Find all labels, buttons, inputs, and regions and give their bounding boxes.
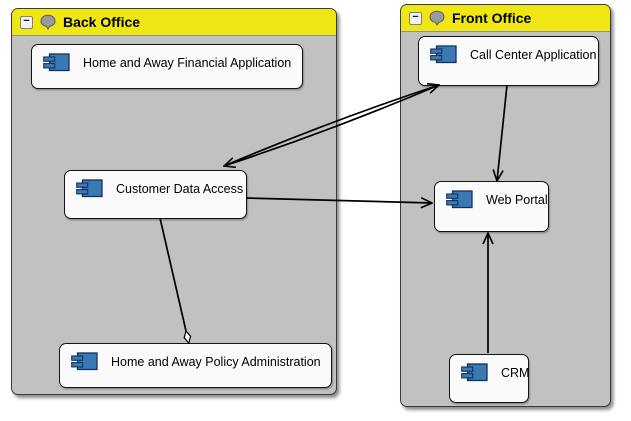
group-title: Back Office <box>63 14 141 30</box>
component-label: CRM <box>501 365 530 380</box>
group-title: Front Office <box>452 10 532 26</box>
group-back-office-header: − Back Office <box>12 9 336 36</box>
component-policy-admin[interactable]: Home and Away Policy Administration <box>59 343 332 388</box>
collapse-button[interactable]: − <box>20 15 33 29</box>
uml-component-icon <box>430 45 457 64</box>
group-back-office[interactable]: − Back Office Home and Away Financial Ap… <box>11 8 337 395</box>
uml-component-icon <box>461 363 488 382</box>
uml-component-icon <box>71 352 98 371</box>
component-label: Home and Away Policy Administration <box>111 354 321 369</box>
group-front-office[interactable]: − Front Office Call Center Application <box>400 4 611 407</box>
uml-component-icon <box>43 53 70 72</box>
group-front-office-header: − Front Office <box>401 5 610 32</box>
component-financial-app[interactable]: Home and Away Financial Application <box>31 44 303 89</box>
uml-component-icon <box>446 190 473 209</box>
component-label: Call Center Application <box>470 47 597 62</box>
component-label: Web Portal <box>486 192 548 207</box>
balloon-icon <box>40 14 56 30</box>
balloon-icon <box>429 10 445 26</box>
collapse-button[interactable]: − <box>409 11 422 25</box>
component-crm[interactable]: CRM <box>449 354 529 403</box>
component-call-center[interactable]: Call Center Application <box>418 36 599 86</box>
component-label: Home and Away Financial Application <box>83 55 292 70</box>
component-web-portal[interactable]: Web Portal <box>434 181 549 232</box>
component-customer-data-access[interactable]: Customer Data Access <box>64 170 247 219</box>
component-label: Customer Data Access <box>116 181 244 196</box>
uml-component-icon <box>76 179 103 198</box>
